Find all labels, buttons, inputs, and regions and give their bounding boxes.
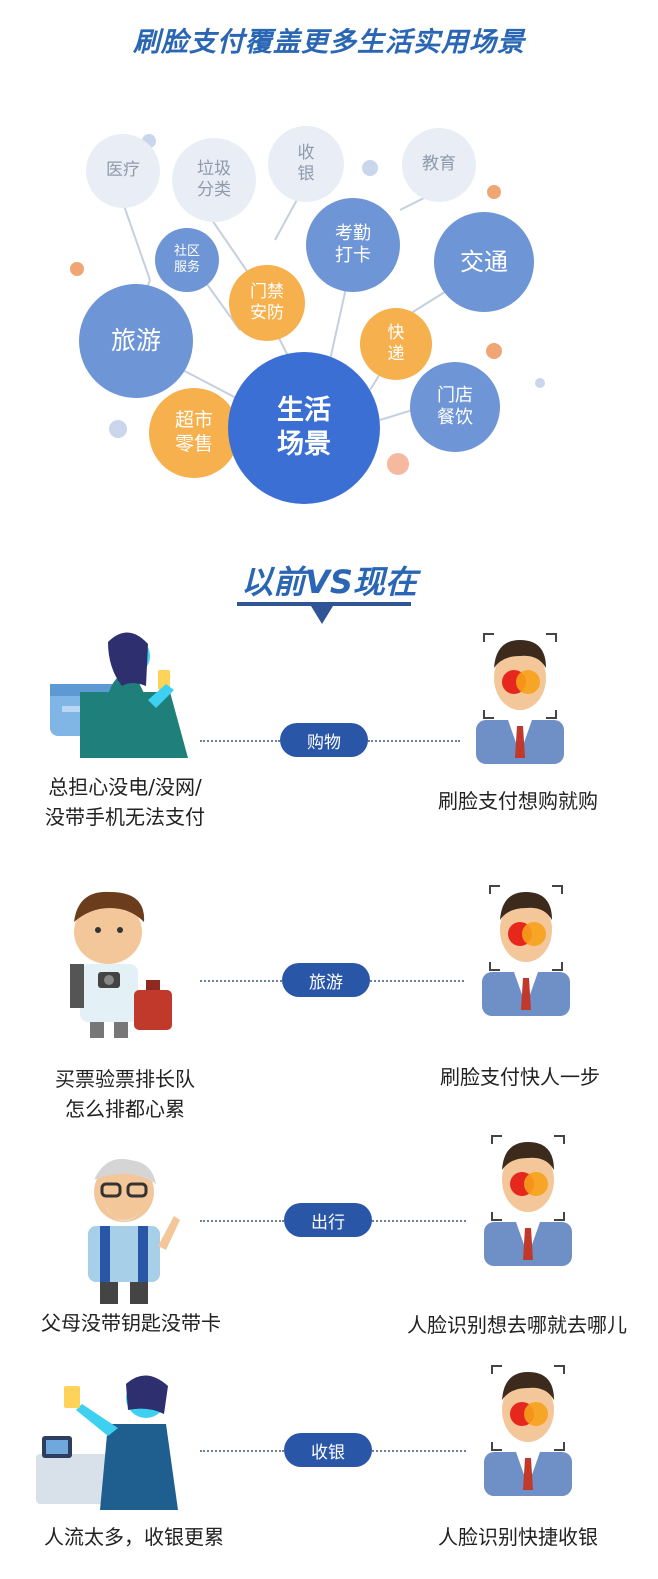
after-caption: 人脸识别快捷收银 bbox=[438, 1525, 598, 1549]
scene-pill-cashier: 收银 bbox=[284, 1433, 372, 1467]
bubble-center: 生活 场景 bbox=[228, 352, 380, 504]
bubble-education: 教育 bbox=[402, 128, 476, 202]
comparison-arrow bbox=[311, 606, 333, 624]
bubble-traffic: 交通 bbox=[434, 212, 534, 312]
before-caption: 人流太多，收银更累 bbox=[44, 1525, 224, 1549]
tourist-illustration bbox=[70, 891, 172, 1038]
bubble-travel: 旅游 bbox=[79, 284, 193, 398]
deco-dot bbox=[486, 343, 502, 359]
scene-pill-travel: 旅游 bbox=[282, 963, 370, 997]
elder-illustration bbox=[88, 1158, 180, 1304]
bubble-restaurant: 门店 餐饮 bbox=[410, 362, 500, 452]
scene-pill-shopping: 购物 bbox=[280, 723, 368, 757]
scene-pill-commute: 出行 bbox=[284, 1203, 372, 1237]
woman-phone-illustration bbox=[50, 632, 188, 758]
dotted-line-right bbox=[370, 980, 464, 982]
before-caption: 总担心没电/没网/ 没带手机无法支付 bbox=[45, 775, 205, 829]
bubble-express: 快 递 bbox=[360, 308, 432, 380]
dotted-line-left bbox=[200, 740, 280, 742]
bubble-attendance: 考勤 打卡 bbox=[306, 198, 400, 292]
dotted-line-left bbox=[200, 1450, 284, 1452]
bubble-access: 门禁 安防 bbox=[229, 265, 305, 341]
face-scan-man-illustration bbox=[476, 633, 564, 764]
dotted-line-right bbox=[368, 740, 460, 742]
page-title: 刷脸支付覆盖更多生活实用场景 bbox=[133, 27, 525, 58]
dotted-line-left bbox=[200, 980, 282, 982]
bubble-community: 社区 服务 bbox=[155, 228, 219, 292]
face-scan-man-illustration bbox=[484, 1135, 572, 1266]
after-caption: 刷脸支付快人一步 bbox=[440, 1065, 600, 1089]
deco-dot bbox=[535, 378, 545, 388]
deco-dot bbox=[487, 185, 501, 199]
bubble-supermarket: 超市 零售 bbox=[149, 388, 239, 478]
bubble-medical: 医疗 bbox=[86, 134, 160, 208]
dotted-line-left bbox=[200, 1220, 284, 1222]
dotted-line-right bbox=[372, 1450, 466, 1452]
comparison-underline bbox=[237, 602, 411, 606]
after-caption: 刷脸支付想购就购 bbox=[438, 789, 598, 813]
deco-dot bbox=[70, 262, 84, 276]
deco-dot bbox=[387, 453, 409, 475]
cashier-illustration bbox=[36, 1375, 178, 1510]
dotted-line-right bbox=[372, 1220, 466, 1222]
deco-dot bbox=[109, 420, 127, 438]
deco-dot bbox=[362, 160, 378, 176]
face-scan-man-illustration bbox=[482, 885, 570, 1016]
before-caption: 父母没带钥匙没带卡 bbox=[41, 1311, 221, 1335]
bubble-garbage: 垃圾 分类 bbox=[172, 138, 256, 222]
bubble-cashier: 收 银 bbox=[268, 126, 344, 202]
before-caption: 买票验票排长队 怎么排都心累 bbox=[55, 1067, 195, 1121]
comparison-title: 以前VS现在 bbox=[241, 563, 417, 601]
after-caption: 人脸识别想去哪就去哪儿 bbox=[407, 1313, 627, 1337]
face-scan-man-illustration bbox=[484, 1365, 572, 1496]
